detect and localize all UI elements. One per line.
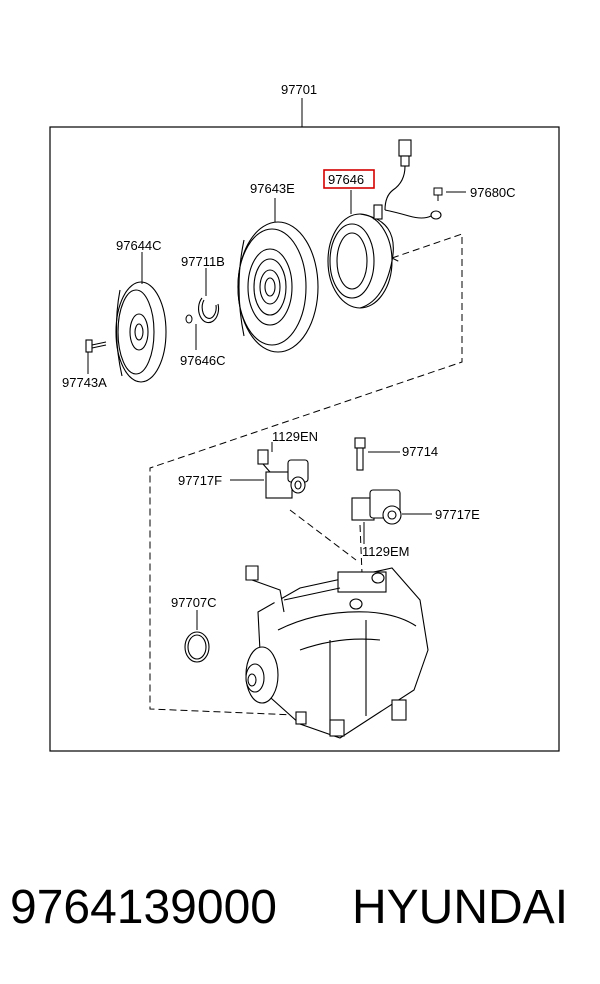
compressor-body (245, 565, 429, 739)
label-97711B[interactable]: 97711B (181, 254, 225, 269)
label-97680C[interactable]: 97680C (470, 185, 516, 200)
label-97646[interactable]: 97646 (328, 172, 364, 187)
hub-plate-part (115, 281, 167, 383)
o-ring-97707C (184, 631, 210, 663)
dashed-guides (149, 233, 463, 716)
label-97714[interactable]: 97714 (402, 444, 438, 459)
label-97643E[interactable]: 97643E (250, 181, 295, 196)
label-97743A[interactable]: 97743A (62, 375, 107, 390)
label-97701[interactable]: 97701 (281, 82, 317, 97)
bolt-97743A (85, 339, 107, 353)
part-number-caption: 9764139000 (10, 881, 277, 934)
label-1129EM[interactable]: 1129EM (362, 544, 409, 559)
label-97644C[interactable]: 97644C (116, 238, 162, 253)
pulley-97643E (237, 221, 319, 353)
label-97707C[interactable]: 97707C (171, 595, 217, 610)
label-1129EN[interactable]: 1129EN (272, 429, 318, 444)
highlight-box-97646 (323, 169, 375, 189)
label-97646C[interactable]: 97646C (180, 353, 226, 368)
label-97717F[interactable]: 97717F (178, 473, 222, 488)
assembly-frame (49, 126, 560, 752)
brand-caption: HYUNDAI (352, 881, 569, 934)
coil-wire-harness (373, 139, 442, 220)
screw-97680C (433, 187, 443, 201)
shim-97646C (185, 314, 193, 324)
bolt-97714 (354, 437, 366, 471)
field-coil-97646 (327, 213, 394, 309)
snap-ring-97711B (198, 297, 220, 324)
fitting-97717F (257, 449, 309, 499)
fitting-97717E (351, 489, 402, 525)
label-97717E[interactable]: 97717E (435, 507, 480, 522)
